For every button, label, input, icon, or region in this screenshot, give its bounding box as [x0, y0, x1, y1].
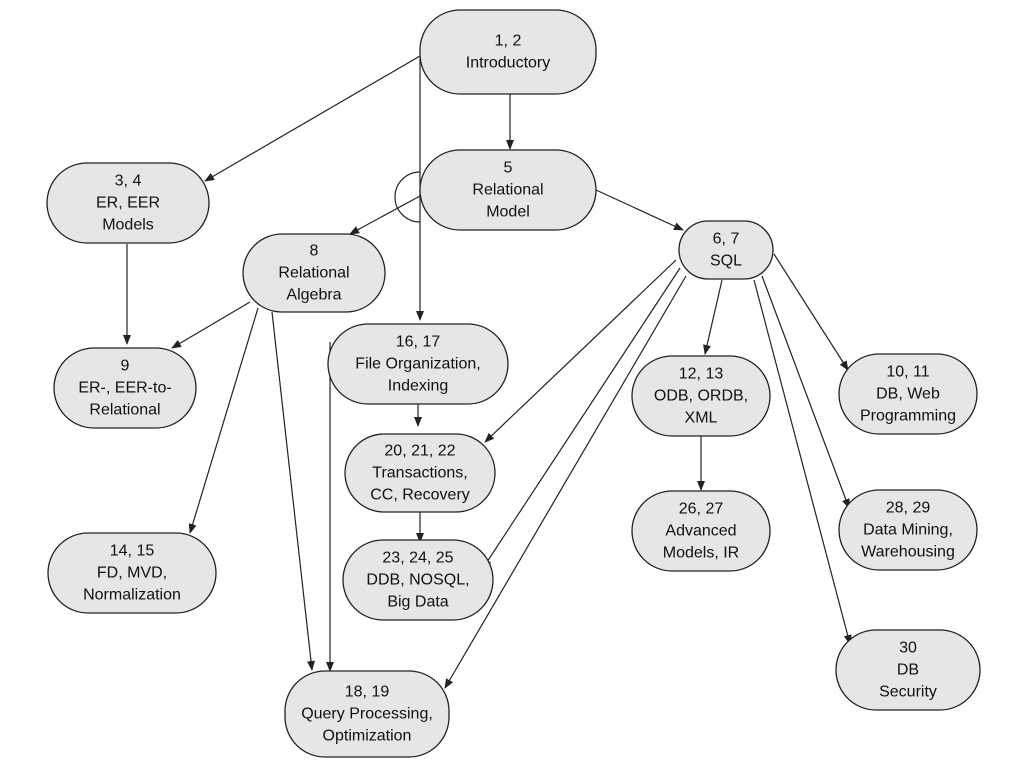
node-n28: 28, 29 Data Mining, Warehousing	[838, 489, 978, 571]
node-shape	[46, 162, 210, 244]
node-label-line: 6, 7	[713, 231, 740, 248]
node-shape	[631, 490, 771, 572]
node-n16: 16, 17 File Organization, Indexing	[327, 323, 509, 405]
node-label-line: 18, 19	[345, 684, 390, 701]
node-label-line: Model	[486, 204, 530, 221]
node-label-line: Indexing	[388, 378, 449, 395]
node-shape	[344, 433, 496, 513]
node-shape	[419, 149, 597, 231]
edge-n6-to-n23	[482, 267, 681, 569]
node-label-line: Relational	[472, 182, 543, 199]
edge-n8-to-n14	[188, 307, 259, 534]
node-label-line: Data Mining,	[863, 522, 953, 539]
node-label-line: Transactions,	[372, 465, 467, 482]
edge-crossing-jump	[394, 171, 421, 223]
node-shape	[835, 629, 981, 711]
node-shape	[47, 532, 217, 614]
node-label-line: Algebra	[286, 287, 341, 304]
node-label-line: 26, 27	[679, 501, 724, 518]
node-shape	[838, 353, 978, 435]
node-n3: 3, 4 ER, EER Models	[46, 162, 210, 244]
node-label-line: 8	[310, 243, 319, 260]
node-label-line: 28, 29	[886, 500, 931, 517]
node-label-line: SQL	[710, 253, 742, 270]
node-label-line: 16, 17	[396, 334, 441, 351]
node-label-line: Relational	[89, 402, 160, 419]
edge-n1-to-n3	[204, 55, 421, 182]
node-label-line: Introductory	[466, 55, 550, 72]
edge-n5-to-n6	[595, 189, 684, 231]
node-n20: 20, 21, 22 Transactions, CC, Recovery	[344, 433, 496, 513]
edge-n5-to-n8	[349, 195, 421, 235]
node-n1: 1, 2 Introductory	[419, 9, 597, 95]
node-label-line: DB	[897, 662, 919, 679]
node-label-line: Security	[879, 684, 937, 701]
node-shape	[838, 489, 978, 571]
node-n18: 18, 19 Query Processing, Optimization	[284, 670, 450, 758]
node-label-line: CC, Recovery	[370, 487, 470, 504]
node-shape	[53, 347, 197, 429]
node-label-line: FD, MVD,	[97, 565, 167, 582]
node-label-line: Models, IR	[663, 545, 739, 562]
node-label-line: XML	[685, 410, 718, 427]
node-label-line: ER-, EER-to-	[78, 380, 171, 397]
edge-n6-to-n18	[444, 275, 687, 689]
node-label-line: DB, Web	[876, 386, 940, 403]
node-label-line: 10, 11	[886, 364, 929, 381]
node-label-line: 1, 2	[495, 33, 522, 50]
node-shape	[419, 9, 597, 95]
node-label-line: Big Data	[387, 594, 448, 611]
node-label-line: 20, 21, 22	[384, 443, 455, 460]
node-label-line: Warehousing	[861, 544, 955, 561]
node-label-line: 9	[121, 358, 130, 375]
node-label-line: Query Processing,	[301, 706, 433, 723]
node-label-line: Relational	[278, 265, 349, 282]
node-label-line: DDB, NOSQL,	[366, 572, 469, 589]
node-label-line: 14, 15	[110, 543, 155, 560]
edge-n6-to-n28	[761, 275, 850, 509]
node-label-line: 12, 13	[679, 366, 724, 383]
node-n23: 23, 24, 25 DDB, NOSQL, Big Data	[342, 539, 494, 621]
edges-layer	[123, 55, 852, 689]
node-shape	[342, 539, 494, 621]
edge-n6-to-n10	[773, 253, 849, 371]
edge-n6-to-n20	[484, 259, 677, 443]
node-n9: 9ER-, EER-to- Relational	[53, 347, 197, 429]
node-label-line: 23, 24, 25	[382, 550, 453, 567]
node-label-line: Models	[102, 217, 154, 234]
edge-n6-to-n30	[753, 279, 852, 645]
node-shape	[284, 670, 450, 758]
edge-n8-to-n18	[271, 311, 315, 671]
node-shape	[678, 220, 774, 280]
node-label-line: 30	[899, 640, 917, 657]
node-label-line: Advanced	[665, 523, 736, 540]
node-shape	[242, 233, 386, 313]
node-label-line: 5	[504, 160, 513, 177]
node-shape	[631, 355, 771, 437]
node-label-line: Normalization	[83, 587, 181, 604]
edge-n6-to-n12	[703, 279, 723, 355]
node-label-line: ODB, ORDB,	[654, 388, 748, 405]
node-label-line: Programming	[860, 408, 956, 425]
node-label-line: File Organization,	[355, 356, 480, 373]
node-n6: 6, 7 SQL	[678, 220, 774, 280]
node-shape	[327, 323, 509, 405]
node-label-line: 3, 4	[115, 173, 142, 190]
node-n12: 12, 13 ODB, ORDB, XML	[631, 355, 771, 437]
edge-n8-to-n9	[171, 301, 251, 349]
node-label-line: ER, EER	[96, 195, 160, 212]
node-label-line: Optimization	[323, 728, 412, 745]
node-n14: 14, 15 FD, MVD, Normalization	[47, 532, 217, 614]
